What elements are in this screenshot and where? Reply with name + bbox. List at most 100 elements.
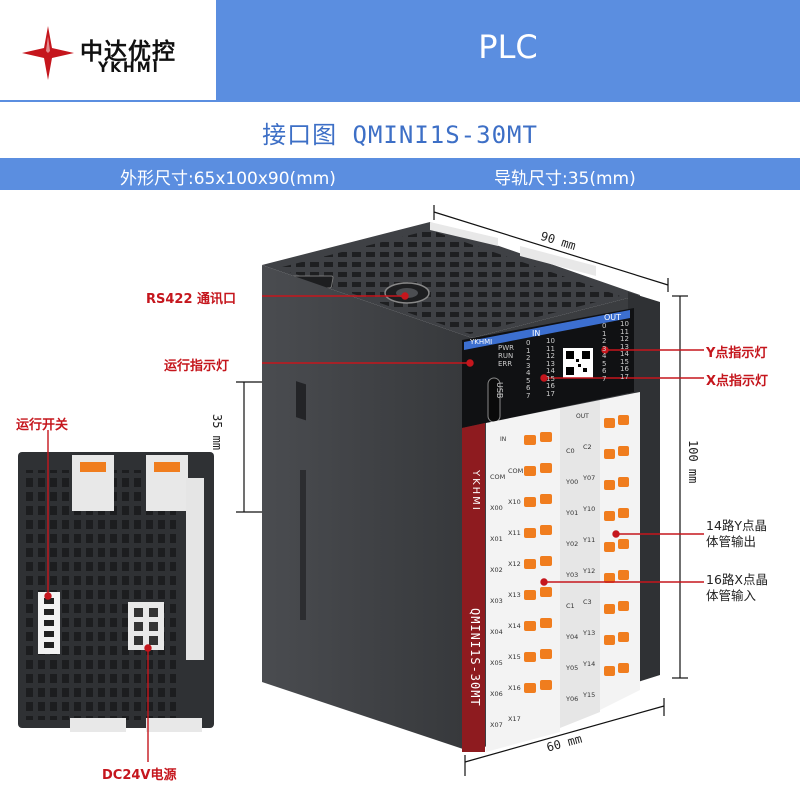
title-banner — [216, 0, 800, 100]
terminal-label: COM — [490, 473, 506, 481]
out-led: 5 — [602, 359, 607, 368]
in-led: 12 — [546, 352, 555, 360]
out-led: 11 — [620, 327, 629, 336]
terminal-label: X13 — [508, 591, 521, 599]
page-subtitle: 接口图 QMINI1S-30MT — [262, 121, 538, 149]
terminal-label: C3 — [583, 598, 592, 606]
terminal-label: X04 — [490, 628, 503, 636]
terminal-label: Y06 — [566, 695, 579, 703]
terminal-label: X00 — [490, 504, 503, 512]
outer-dimensions: 外形尺寸:65x100x90(mm) — [120, 169, 336, 189]
callout-y-output-line2: 体管输出 — [706, 534, 757, 549]
callout-power: DC24V电源 — [102, 768, 177, 783]
terminal-label: X01 — [490, 535, 503, 543]
brand-star-icon — [22, 26, 74, 80]
output-terminals — [604, 415, 629, 676]
led-run: RUN — [498, 352, 514, 360]
status-led-labels: PWR RUN ERR — [498, 344, 514, 368]
callout-run-led: 运行指示灯 — [164, 359, 230, 374]
terminal-label: C0 — [566, 447, 575, 455]
terminal-label: Y02 — [566, 540, 579, 548]
terminal-label: X06 — [490, 690, 503, 698]
front-brand-label: YKHMI — [470, 338, 493, 346]
terminal-label: X17 — [508, 715, 521, 723]
out-led: 4 — [602, 352, 607, 360]
usb-label: USB — [495, 382, 504, 399]
terminal-label: Y11 — [583, 536, 596, 544]
dimension-lines — [236, 205, 688, 776]
out-led: 10 — [620, 320, 629, 328]
out-led: 17 — [620, 372, 629, 381]
model-stripe — [462, 423, 485, 752]
out-led: 15 — [620, 357, 629, 366]
terminal-label: Y04 — [566, 633, 579, 641]
power-connector — [128, 602, 164, 650]
callout-x-led: X点指示灯 — [706, 374, 769, 389]
in-led: 6 — [526, 384, 531, 392]
out-led: 3 — [602, 344, 607, 353]
brand-name-en: YKHMI — [98, 60, 160, 76]
terminal-label: Y14 — [583, 660, 596, 668]
in-led: 13 — [546, 359, 555, 368]
height-dimension: 100 mm — [686, 440, 700, 484]
in-led: 11 — [546, 344, 555, 353]
in-led: 5 — [526, 376, 531, 385]
out-led: 2 — [602, 337, 607, 345]
callout-rs422: RS422 通讯口 — [146, 292, 237, 307]
callout-x-input: 16路X点晶 体管输入 — [706, 572, 768, 604]
in-led: 10 — [546, 337, 555, 345]
rail-dimensions: 导轨尺寸:35(mm) — [494, 169, 636, 189]
callout-lines — [44, 292, 704, 762]
out-led: 13 — [620, 342, 629, 351]
terminal-label: X05 — [490, 659, 503, 667]
terminal-label: X02 — [490, 566, 503, 574]
terminal-label: X03 — [490, 597, 503, 605]
brand-name-cn: 中达优控 — [80, 39, 176, 65]
out-led: 14 — [620, 350, 629, 358]
input-terminals — [524, 432, 552, 693]
led-pwr: PWR — [498, 344, 515, 352]
led-err: ERR — [498, 360, 513, 368]
out-led: 16 — [620, 365, 629, 373]
out-led: 1 — [602, 329, 607, 338]
out-led: 12 — [620, 335, 629, 343]
rail-dimension: 35 mm — [210, 414, 224, 451]
header-divider — [0, 100, 800, 102]
terminal-label: Y13 — [583, 629, 596, 637]
in-led: 7 — [526, 391, 531, 400]
terminal-label: C1 — [566, 602, 575, 610]
terminal-label: X10 — [508, 498, 521, 506]
callout-x-input-line2: 体管输入 — [706, 588, 757, 603]
in-led: 2 — [526, 354, 531, 362]
stripe-model-label: QMINI1S-30MT — [468, 608, 482, 707]
terminal-label: X15 — [508, 653, 521, 661]
terminal-label: Y03 — [566, 571, 579, 579]
in-led-header: IN — [532, 329, 541, 338]
terminal-label: X12 — [508, 560, 521, 568]
output-terminal-block — [600, 392, 640, 710]
terminal-label: Y12 — [583, 567, 596, 575]
terminal-label: COM — [508, 467, 524, 475]
in-led: 1 — [526, 346, 531, 355]
out-led: 7 — [602, 374, 607, 383]
callout-y-led: Y点指示灯 — [706, 346, 768, 361]
callout-y-output: 14路Y点晶 体管输出 — [706, 518, 767, 550]
out-led: 0 — [602, 322, 607, 330]
terminal-label: X11 — [508, 529, 521, 537]
out-terminal-header: OUT — [576, 413, 589, 420]
output-terminal-strip — [560, 400, 600, 728]
page-title: PLC — [478, 28, 538, 66]
in-led: 14 — [546, 367, 555, 375]
terminal-label: Y05 — [566, 664, 579, 672]
in-led: 0 — [526, 339, 531, 347]
in-led: 15 — [546, 374, 555, 383]
terminal-label: X07 — [490, 721, 503, 729]
terminal-label: Y15 — [583, 691, 596, 699]
terminal-label: Y10 — [583, 505, 596, 513]
